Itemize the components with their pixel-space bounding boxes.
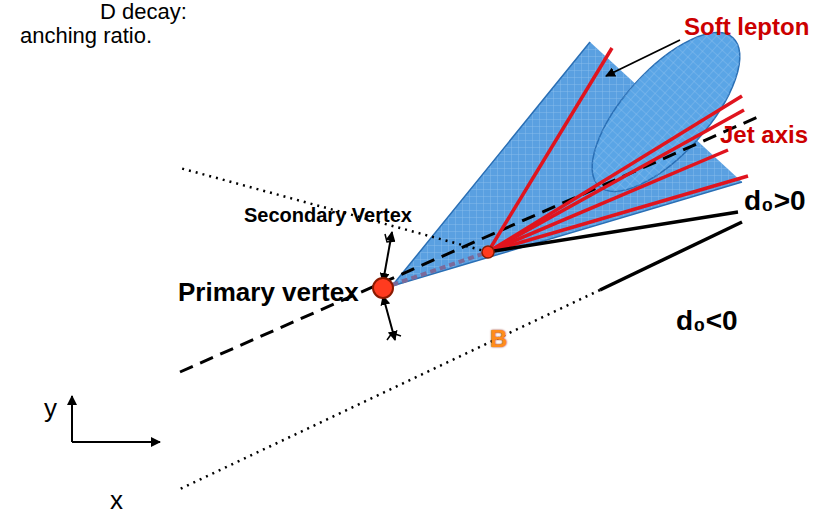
jet-axis-label: Jet axis [720, 122, 808, 148]
track-d0-negative [600, 222, 742, 290]
heading-fragment: D decay: [100, 0, 187, 24]
d0-positive-label: d₀>0 [744, 186, 806, 217]
impact-parameter-arrow [383, 232, 392, 282]
axis-label: y [44, 394, 57, 423]
soft-lepton-label: Soft lepton [684, 14, 809, 40]
x-axis [72, 441, 160, 443]
right-angle-mark [385, 234, 395, 242]
jet-cone [392, 10, 764, 286]
secondary-vertex-label: Secondary Vertex [244, 204, 412, 226]
track-extrapolation [178, 290, 600, 490]
right-angle-mark [387, 333, 401, 340]
secondary-vertex-dot [482, 246, 494, 258]
y-axis [71, 396, 73, 442]
heading-fragment: anching ratio. [20, 24, 152, 48]
b-flight-line [383, 252, 488, 288]
primary-vertex-label: Primary vertex [178, 278, 359, 307]
d0-negative-label: d₀<0 [676, 306, 738, 337]
track-extrapolation [180, 168, 488, 252]
jet-axis-line [180, 116, 760, 372]
b-hadron-label: B [490, 326, 507, 352]
red-tracks [488, 48, 748, 252]
leader-arrow [606, 40, 680, 76]
track-d0-positive [488, 212, 738, 252]
primary-vertex-dot [373, 278, 393, 298]
axis-label: x [110, 486, 123, 515]
